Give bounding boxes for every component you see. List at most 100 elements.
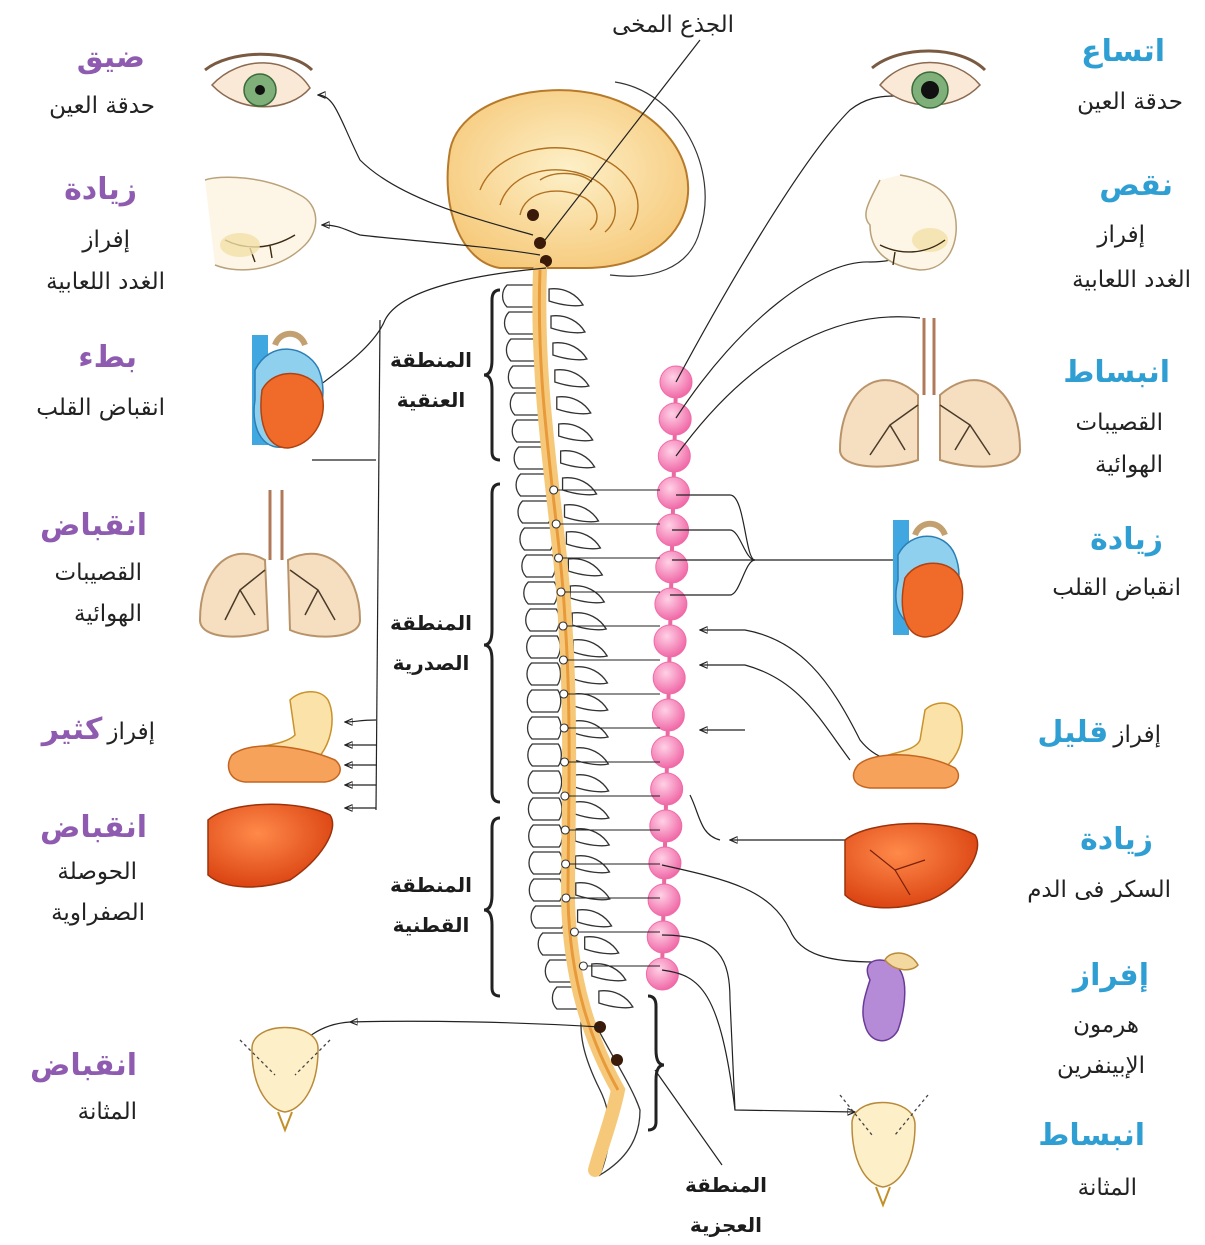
- vertebra-body: [529, 825, 563, 847]
- vertebra-body: [529, 852, 563, 874]
- region-sacral: المنطقة العجزية: [685, 1165, 767, 1245]
- ramus-origin: [560, 690, 568, 698]
- left-pupil-effect: ضيق: [77, 40, 145, 75]
- sympathetic-ganglion: [652, 699, 684, 731]
- vertebra-body: [522, 555, 556, 577]
- left-lungs: [200, 490, 360, 637]
- vertebra-process: [557, 397, 591, 414]
- vertebra-process: [553, 343, 587, 360]
- sympathetic-ganglion: [654, 625, 686, 657]
- brain-shape: [448, 90, 689, 268]
- brain: [448, 40, 706, 276]
- vertebra-process: [574, 694, 608, 711]
- right-bronchi-organ-2: الهوائية: [1095, 445, 1163, 485]
- ramus-origin: [570, 928, 578, 936]
- right-liver-effect: زيادة: [1080, 822, 1153, 857]
- nerve-right-heart-1: [676, 495, 900, 560]
- region-sacral-line1: المنطقة: [685, 1165, 767, 1205]
- left-gallbladder-organ-1: الحوصلة: [57, 852, 137, 892]
- right-bronchi-organ-1: القصيبات: [1075, 403, 1163, 443]
- ramus-origin: [562, 860, 570, 868]
- vertebra-body: [503, 285, 536, 307]
- region-lumbar-line2: القطنية: [390, 905, 472, 945]
- right-adrenal-organ-1: هرمون: [1073, 1005, 1139, 1045]
- sympathetic-ganglion: [651, 773, 683, 805]
- sympathetic-ganglion: [657, 477, 689, 509]
- bracket-lumbar: [484, 818, 500, 996]
- right-stomach: [854, 703, 963, 788]
- vertebra-process: [555, 370, 589, 387]
- sympathetic-ganglion: [653, 662, 685, 694]
- vertebra-process: [549, 289, 583, 306]
- region-sacral-line2: العجزية: [685, 1205, 767, 1245]
- vertebra-process: [573, 667, 607, 684]
- left-saliva-organ-1: إفراز: [82, 220, 130, 260]
- right-pupil-organ: حدقة العين: [1077, 82, 1183, 122]
- left-saliva-organ-2: الغدد اللعابية: [46, 262, 165, 302]
- right-salivary-face: [866, 175, 956, 270]
- sympathetic-ganglion: [650, 810, 682, 842]
- right-saliva-effect: نقص: [1099, 168, 1173, 203]
- vertebra-process: [568, 559, 602, 576]
- vertebra-process: [585, 937, 619, 954]
- right-liver-organ: السكر فى الدم: [1027, 870, 1171, 910]
- vertebra-body: [526, 609, 560, 631]
- sacral-pointer: [655, 1070, 722, 1165]
- sympathetic-chain: [646, 366, 692, 990]
- right-heart-effect: زيادة: [1090, 522, 1163, 557]
- sympathetic-ganglion: [658, 440, 690, 472]
- ramus-origin: [557, 588, 565, 596]
- vertebra-body: [527, 690, 561, 712]
- right-stomach-effect: قليل: [1037, 715, 1108, 750]
- left-bronchi-organ-1: القصيبات: [54, 553, 142, 593]
- nerve-right-bladder-b: [662, 970, 735, 1110]
- nerve-right-liver-b: [690, 795, 720, 840]
- left-liver: [208, 804, 333, 887]
- vertebra-body: [528, 771, 562, 793]
- vertebra-body: [524, 582, 558, 604]
- vertebra-process: [570, 586, 604, 603]
- vertebra-process: [575, 829, 609, 846]
- left-bladder-organ: المثانة: [78, 1092, 137, 1132]
- nerve-right-adrenal: [662, 865, 875, 962]
- nerve-right-stomach-d: [745, 630, 915, 760]
- left-stomach-prefix: إفراز: [107, 719, 155, 745]
- right-eye: [872, 51, 985, 108]
- ramus-origin: [555, 554, 563, 562]
- nerve-right-eye: [676, 96, 895, 382]
- sacral-nucleus: [611, 1054, 623, 1066]
- region-thoracic: المنطقة الصدرية: [390, 603, 472, 683]
- left-gallbladder-effect: انقباض: [40, 810, 147, 845]
- vertebra-process: [561, 451, 595, 468]
- right-heart-organ: انقباض القلب: [1052, 568, 1181, 608]
- left-bladder-effect: انقباض: [30, 1048, 137, 1083]
- ramus-origin: [561, 826, 569, 834]
- vertebra-body: [518, 501, 552, 523]
- vertebra-process: [574, 721, 608, 738]
- right-bladder-effect: انبساط: [1038, 1118, 1145, 1153]
- vertebra-body: [528, 717, 562, 739]
- right-adrenal-organ-2: الإبينفرين: [1057, 1046, 1145, 1086]
- vertebra-body: [529, 879, 563, 901]
- right-stomach-prefix: إفراز: [1113, 722, 1161, 748]
- bracket-cervical: [484, 290, 500, 460]
- left-saliva-effect: زيادة: [64, 172, 137, 207]
- vertebra-process: [578, 910, 612, 927]
- brainstem-nucleus: [534, 237, 546, 249]
- nerve-right-bladder: [662, 935, 855, 1112]
- region-lumbar: المنطقة القطنية: [390, 865, 472, 945]
- vertebra-process: [572, 613, 606, 630]
- nerve-right-stomach-e: [745, 665, 850, 760]
- region-cervical: المنطقة العنقية: [390, 340, 472, 420]
- ramus-origin: [559, 622, 567, 630]
- vertebra-process: [566, 532, 600, 549]
- left-heart-effect: بطء: [78, 340, 137, 375]
- sympathetic-ganglion: [649, 847, 681, 879]
- vertebra-process: [575, 775, 609, 792]
- region-thoracic-line2: الصدرية: [390, 643, 472, 683]
- left-pupil-organ: حدقة العين: [49, 86, 155, 126]
- sympathetic-ganglion: [646, 958, 678, 990]
- sympathetic-ganglion: [647, 921, 679, 953]
- vertebra-body: [531, 906, 565, 928]
- right-bronchi-effect: انبساط: [1063, 355, 1170, 390]
